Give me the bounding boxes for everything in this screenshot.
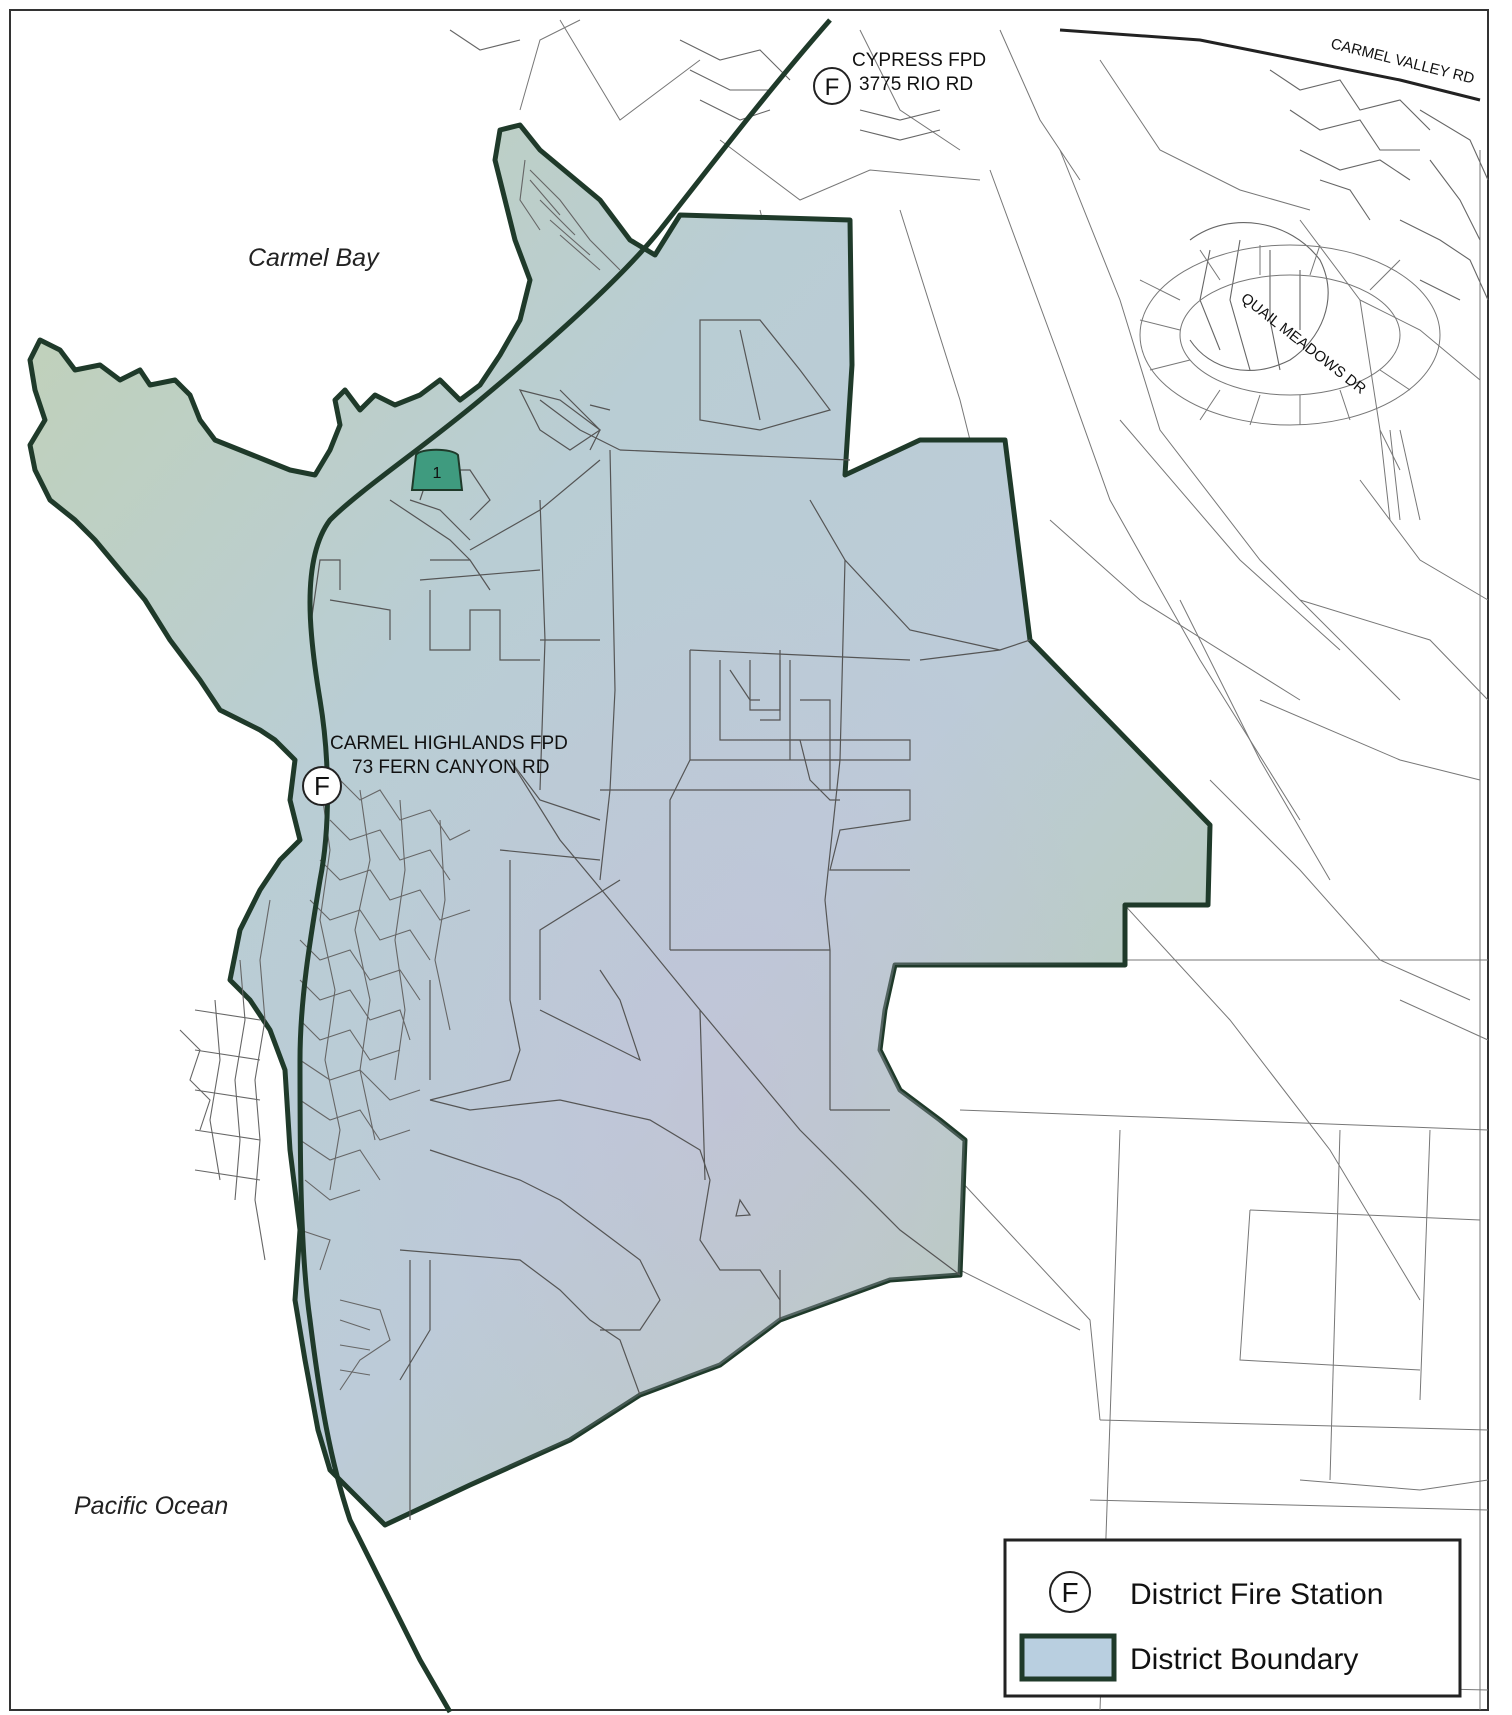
map-legend: F District Fire Station District Boundar…: [1003, 1538, 1462, 1698]
carmel-valley-road: [1059, 28, 1481, 102]
station-carmel-highlands: F CARMEL HIGHLANDS FPD 73 FERN CANYON RD: [302, 733, 568, 806]
highway-1-shield: 1: [410, 448, 464, 491]
legend-station-label: District Fire Station: [1130, 1578, 1383, 1611]
highlands-residential: [179, 159, 621, 1391]
legend-station-symbol: F: [1061, 1577, 1078, 1608]
station-name: CYPRESS FPD: [852, 50, 986, 71]
station-address: 3775 RIO RD: [859, 74, 973, 95]
legend-fire-station-icon: [1049, 1571, 1091, 1613]
subdivision-north: [449, 29, 1489, 371]
station-cypress: F CYPRESS FPD 3775 RIO RD: [813, 50, 986, 105]
highway-shield-number: 1: [433, 465, 442, 482]
fire-station-icon: [813, 67, 851, 105]
map-frame: [9, 9, 1489, 1711]
station-symbol: F: [314, 771, 330, 801]
station-symbol: F: [825, 74, 840, 101]
district-parcels: [309, 319, 1031, 1520]
quail-meadows-label: QUAIL MEADOWS DR: [1238, 290, 1370, 398]
district-boundary: [27, 122, 1213, 1528]
legend-boundary-swatch: [1019, 1633, 1117, 1682]
background-parcels: [519, 19, 1489, 1711]
quail-meadows-subdivision: [1139, 244, 1441, 521]
station-address: 73 FERN CANYON RD: [352, 757, 549, 778]
station-name: CARMEL HIGHLANDS FPD: [330, 733, 568, 754]
fire-station-icon: [302, 766, 342, 806]
pacific-ocean-label: Pacific Ocean: [74, 1492, 228, 1520]
legend-boundary-label: District Boundary: [1130, 1643, 1358, 1676]
carmel-bay-label: Carmel Bay: [248, 244, 380, 272]
